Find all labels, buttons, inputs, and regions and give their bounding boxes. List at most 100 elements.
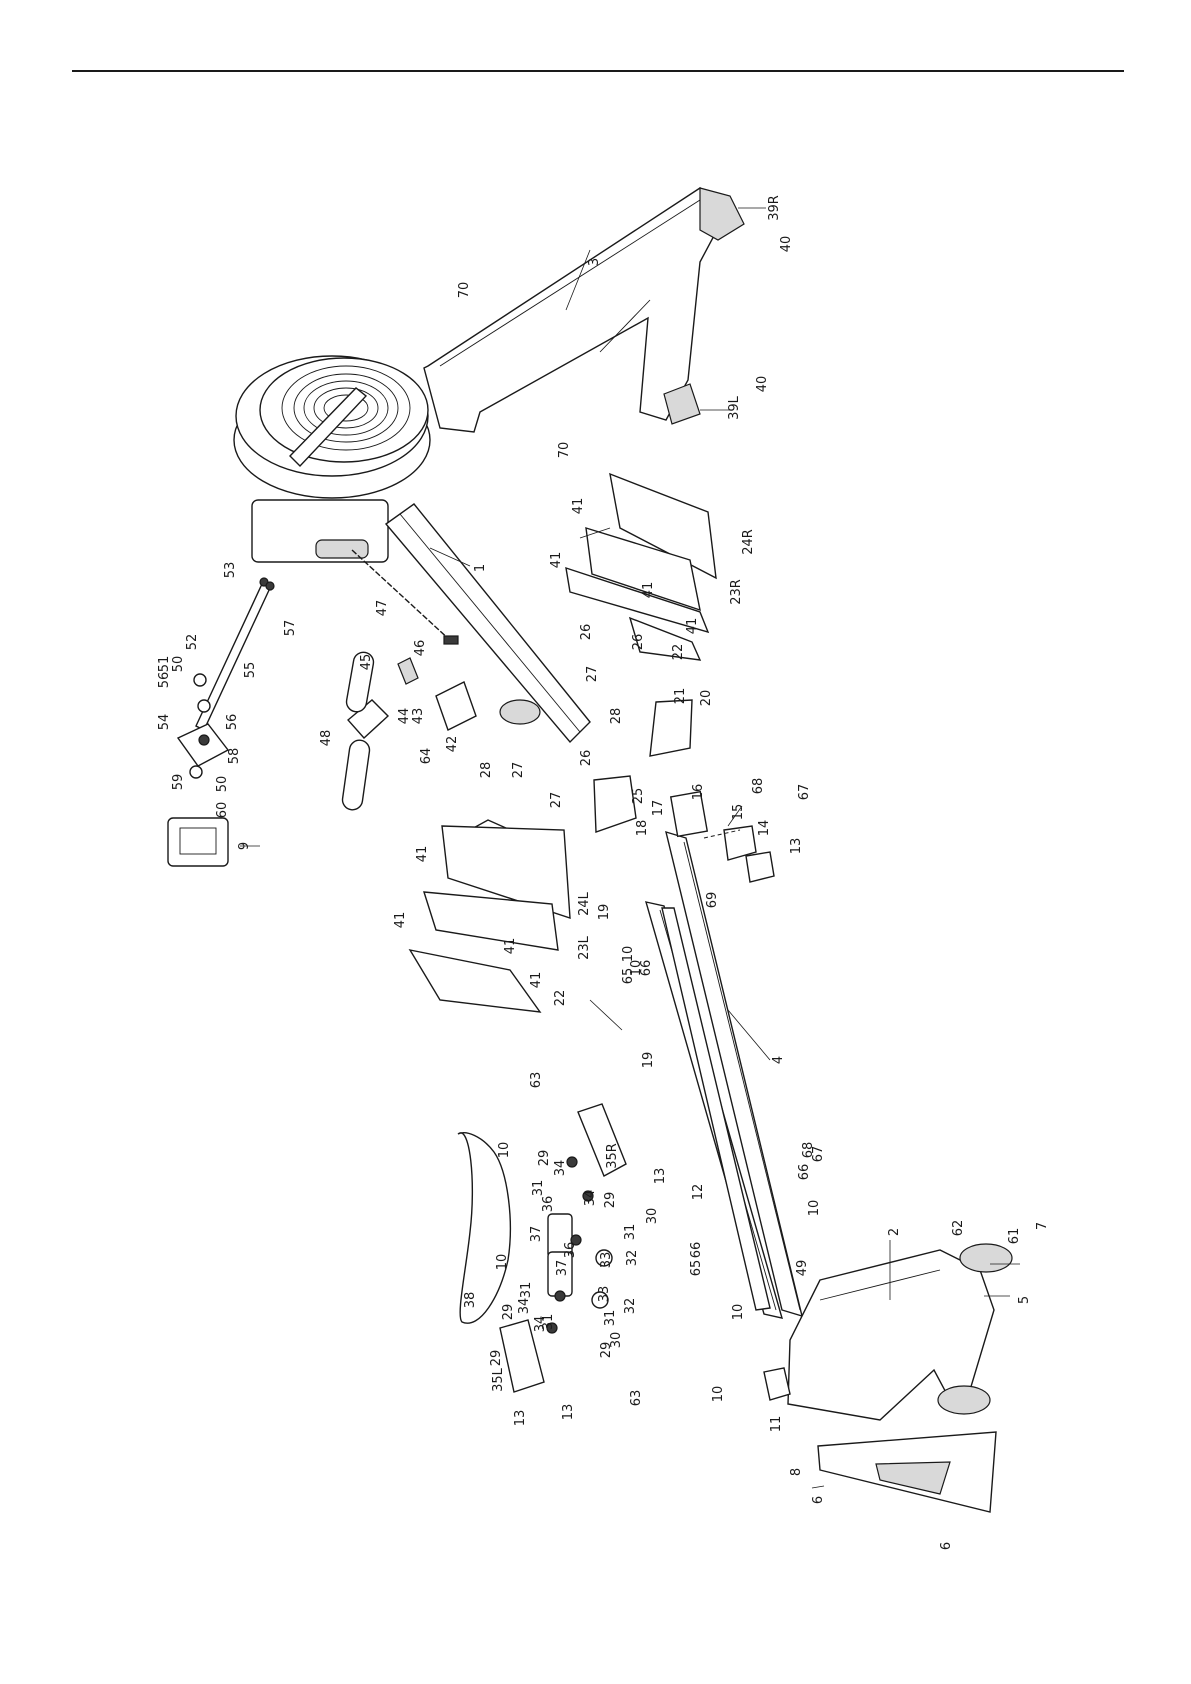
part-label: 38 [463, 1292, 478, 1309]
part-label: 9 [237, 842, 252, 850]
part-label: 26 [579, 624, 594, 641]
part-label: 64 [419, 748, 434, 765]
part-label: 28 [479, 762, 494, 779]
part-label: 32 [623, 1298, 638, 1315]
small-brackets [397, 657, 477, 731]
leader-lines [240, 207, 1020, 1489]
part-label: 56 [225, 714, 240, 731]
part-label: 49 [795, 1260, 810, 1277]
part-label: 10 [621, 946, 636, 963]
part-label: 62 [951, 1220, 966, 1237]
rear-frame-part [787, 1243, 1013, 1421]
part-label: 13 [561, 1404, 576, 1421]
part-label: 31 [519, 1282, 534, 1299]
part-label: 2 [887, 1228, 902, 1236]
part-label: 39R [767, 195, 782, 221]
part-label: 13 [789, 838, 804, 855]
part-label: 28 [609, 708, 624, 725]
part-label: 43 [411, 708, 426, 725]
part-label: 67 [811, 1146, 826, 1163]
part-label: 26 [579, 750, 594, 767]
part-label: 36 [541, 1196, 556, 1213]
part-label: 53 [223, 562, 238, 579]
seat-clamp-part [593, 699, 693, 833]
part-label: 29 [537, 1150, 552, 1167]
part-label: 66 [639, 960, 654, 977]
part-label: 54 [157, 714, 172, 731]
part-label: 31 [603, 1310, 618, 1327]
part-label: 41 [529, 972, 544, 989]
part-label: 29 [603, 1192, 618, 1209]
part-label: 39L [727, 395, 742, 420]
part-label: 31 [623, 1224, 638, 1241]
part-label: 5 [1017, 1296, 1032, 1304]
part-label: 17 [651, 800, 666, 817]
part-label: 4 [771, 1056, 786, 1064]
seat-carriage-parts [499, 1103, 627, 1393]
part-label: 63 [529, 1072, 544, 1089]
part-label: 21 [673, 688, 688, 705]
seat-part [457, 1132, 512, 1324]
part-label: 27 [585, 666, 600, 683]
part-labels: 1 2 3 4 5 6 6 7 8 9 10 10 10 10 10 10 10… [157, 195, 1050, 1550]
part-label: 50 [215, 776, 230, 793]
part-label: 46 [413, 640, 428, 657]
part-label: 6 [811, 1496, 826, 1504]
handle-bar-part [341, 651, 390, 811]
front-frame-part [423, 186, 745, 433]
part-label: 70 [457, 282, 472, 299]
part-label: 58 [227, 748, 242, 765]
part-label: 13 [653, 1168, 668, 1185]
flywheel-assembly [233, 355, 431, 563]
part-label: 66 [797, 1164, 812, 1181]
part-label: 41 [571, 498, 586, 515]
part-label: 34 [583, 1190, 598, 1207]
part-label: 34 [517, 1298, 532, 1315]
part-label: 69 [705, 892, 720, 909]
part-label: 22 [671, 644, 686, 661]
part-label: 60 [215, 802, 230, 819]
part-label: 47 [375, 600, 390, 617]
part-label: 50 [171, 656, 186, 673]
part-label: 41 [685, 618, 700, 635]
monitor-part [167, 817, 229, 867]
part-label: 40 [779, 236, 794, 253]
part-label: 10 [711, 1386, 726, 1403]
part-label: 68 [751, 778, 766, 795]
part-label: 42 [445, 736, 460, 753]
part-label: 3 [587, 258, 602, 266]
rail-bottom-part [661, 907, 771, 1311]
header-rule [72, 70, 1124, 72]
part-label: 41 [549, 552, 564, 569]
part-label: 27 [511, 762, 526, 779]
part-label: 56 [157, 672, 172, 689]
part-label: 68 [801, 1142, 816, 1159]
part-label: 66 [689, 1242, 704, 1259]
part-label: 61 [1007, 1228, 1022, 1245]
part-label: 40 [755, 376, 770, 393]
rear-foot-part [817, 1431, 997, 1513]
part-label: 23L [577, 935, 592, 960]
part-label: 12 [691, 1184, 706, 1201]
rear-stop-parts [669, 790, 775, 883]
part-label: 10 [629, 960, 644, 977]
part-label: 30 [645, 1208, 660, 1225]
part-label: 33 [599, 1252, 614, 1269]
part-label: 34 [553, 1160, 568, 1177]
part-label: 32 [625, 1250, 640, 1267]
part-label: 19 [641, 1052, 656, 1069]
monitor-bracket-part [176, 673, 230, 779]
part-label: 44 [397, 708, 412, 725]
part-label: 29 [489, 1350, 504, 1367]
part-label: 45 [359, 654, 374, 671]
part-label: 24L [577, 891, 592, 916]
part-label: 51 [157, 656, 172, 673]
part-label: 41 [641, 582, 656, 599]
part-label: 7 [1035, 1222, 1050, 1230]
part-label: 31 [541, 1314, 556, 1331]
part-label: 31 [531, 1180, 546, 1197]
part-label: 1 [473, 564, 488, 572]
part-label: 6 [939, 1542, 954, 1550]
part-label: 8 [789, 1468, 804, 1476]
